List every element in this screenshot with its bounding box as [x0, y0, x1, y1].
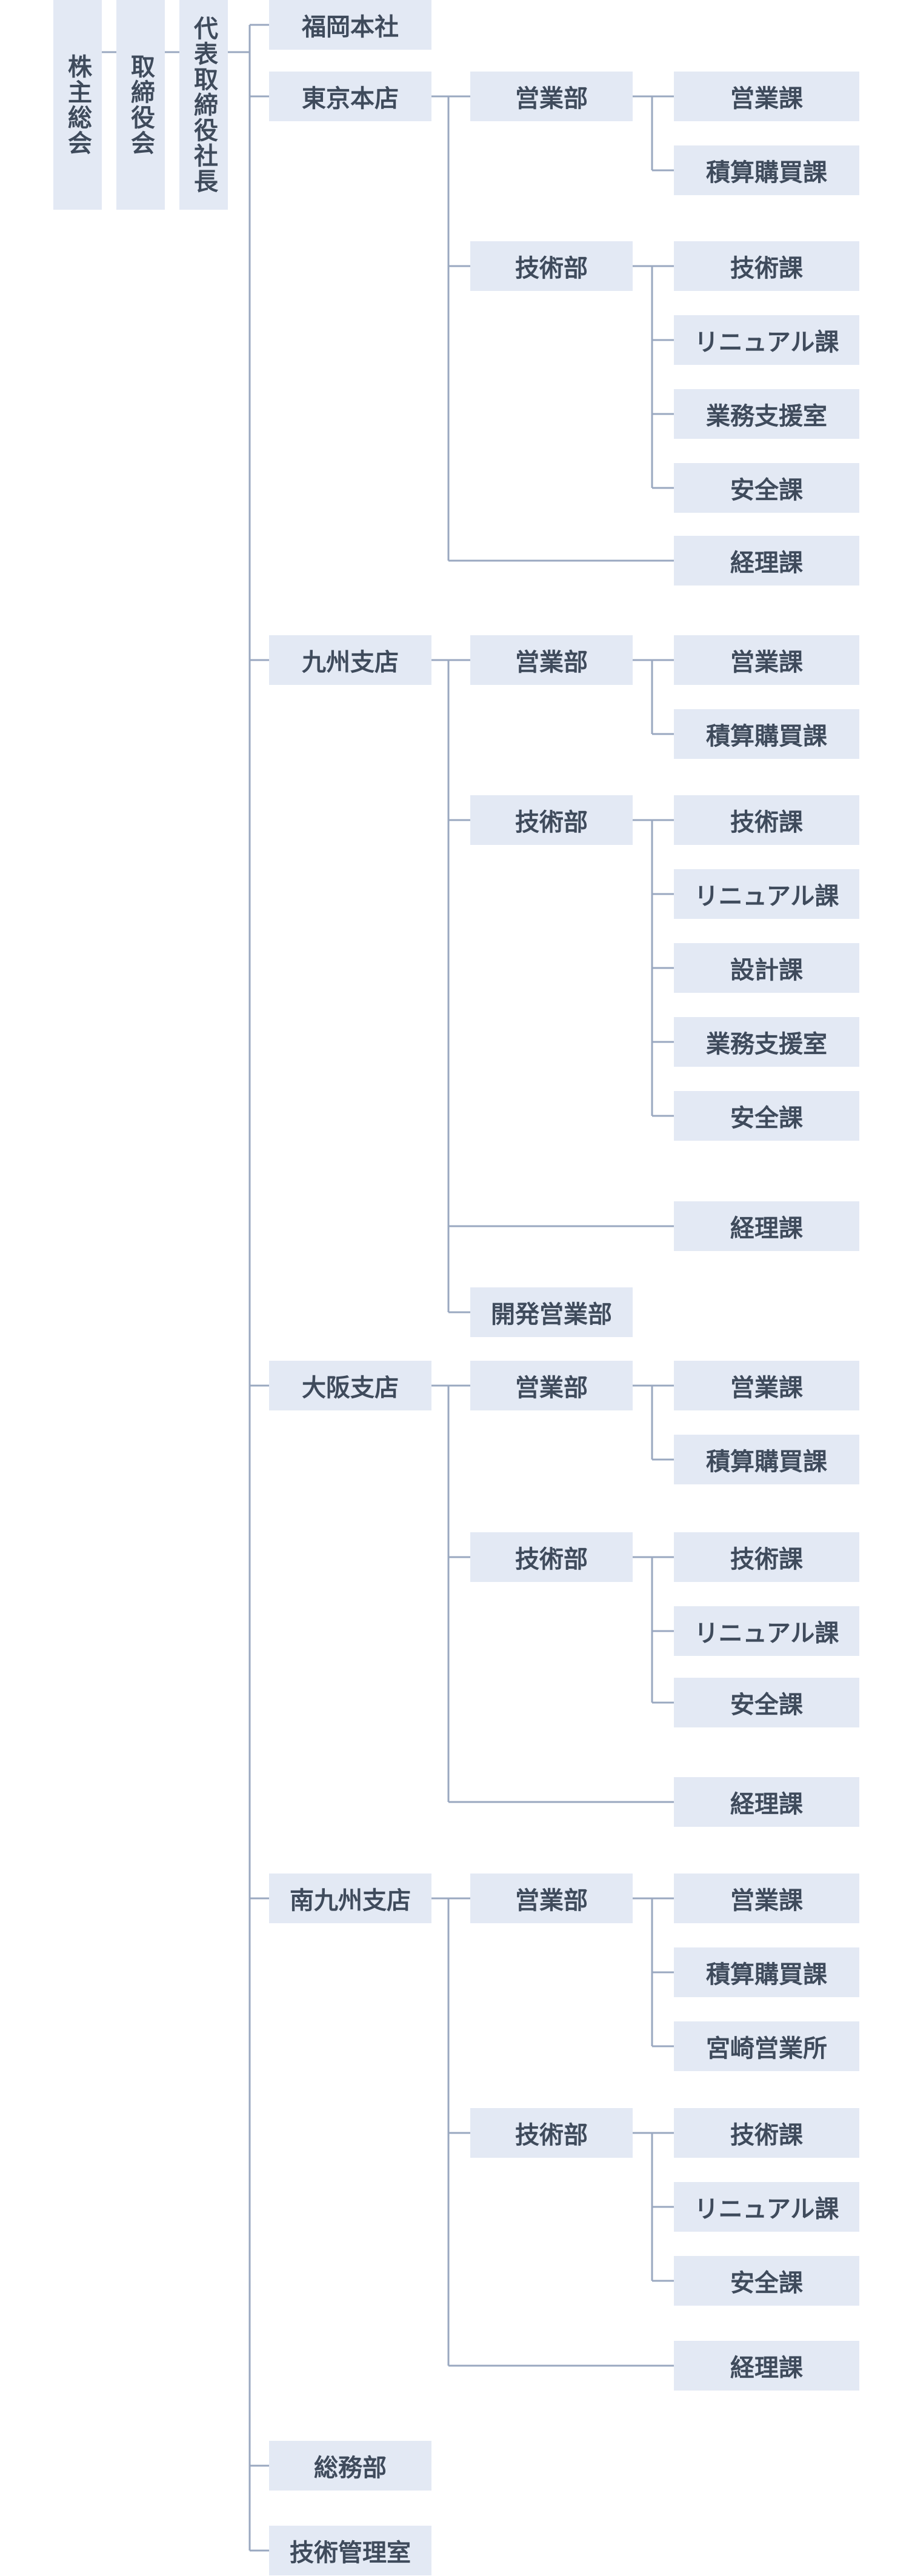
dept-box-1-1: 技術部 [470, 241, 633, 291]
unit-box-3: 大阪支店 [269, 1361, 431, 1410]
dept-box-4-0: 営業部 [470, 1874, 633, 1923]
unit-box-0: 福岡本社 [269, 0, 431, 50]
section-box-1-0-0: 営業課 [674, 72, 859, 121]
section-box-2-1-2: 設計課 [674, 943, 859, 993]
unit-box-4: 南九州支店 [269, 1874, 431, 1923]
section-box-1-1-0: 技術課 [674, 241, 859, 291]
president-box: 代表取締役社長 [179, 0, 228, 210]
dept-box-2-3: 開発営業部 [470, 1287, 633, 1337]
accounting-box-4: 経理課 [674, 2341, 859, 2391]
section-box-4-0-2: 宮崎営業所 [674, 2021, 859, 2071]
section-box-2-1-3: 業務支援室 [674, 1017, 859, 1067]
dept-box-3-0: 営業部 [470, 1361, 633, 1410]
section-box-4-1-1: リニュアル課 [674, 2182, 859, 2232]
board-box: 取締役会 [116, 0, 165, 210]
section-box-2-1-4: 安全課 [674, 1091, 859, 1141]
section-box-3-0-1: 積算購買課 [674, 1435, 859, 1484]
section-box-1-1-1: リニュアル課 [674, 315, 859, 365]
dept-box-2-1: 技術部 [470, 795, 633, 845]
accounting-box-2: 経理課 [674, 1201, 859, 1251]
section-box-4-0-0: 営業課 [674, 1874, 859, 1923]
shareholders-box: 株主総会 [53, 0, 102, 210]
dept-box-2-0: 営業部 [470, 635, 633, 685]
dept-box-4-1: 技術部 [470, 2108, 633, 2158]
accounting-box-3: 経理課 [674, 1777, 859, 1827]
section-box-3-0-0: 営業課 [674, 1361, 859, 1410]
dept-box-1-0: 営業部 [470, 72, 633, 121]
unit-box-2: 九州支店 [269, 635, 431, 685]
accounting-box-1: 経理課 [674, 536, 859, 586]
section-box-4-1-0: 技術課 [674, 2108, 859, 2158]
section-box-3-1-0: 技術課 [674, 1532, 859, 1582]
dept-box-3-1: 技術部 [470, 1532, 633, 1582]
section-box-2-0-1: 積算購買課 [674, 709, 859, 759]
unit-box-5: 総務部 [269, 2441, 431, 2491]
section-box-1-0-1: 積算購買課 [674, 145, 859, 195]
section-box-2-1-0: 技術課 [674, 795, 859, 845]
section-box-3-1-1: リニュアル課 [674, 1606, 859, 1656]
section-box-3-1-2: 安全課 [674, 1678, 859, 1727]
section-box-1-1-2: 業務支援室 [674, 389, 859, 439]
unit-box-1: 東京本店 [269, 72, 431, 121]
section-box-1-1-3: 安全課 [674, 463, 859, 513]
section-box-2-1-1: リニュアル課 [674, 869, 859, 919]
section-box-2-0-0: 営業課 [674, 635, 859, 685]
section-box-4-0-1: 積算購買課 [674, 1947, 859, 1997]
section-box-4-1-2: 安全課 [674, 2256, 859, 2306]
unit-box-6: 技術管理室 [269, 2526, 431, 2575]
